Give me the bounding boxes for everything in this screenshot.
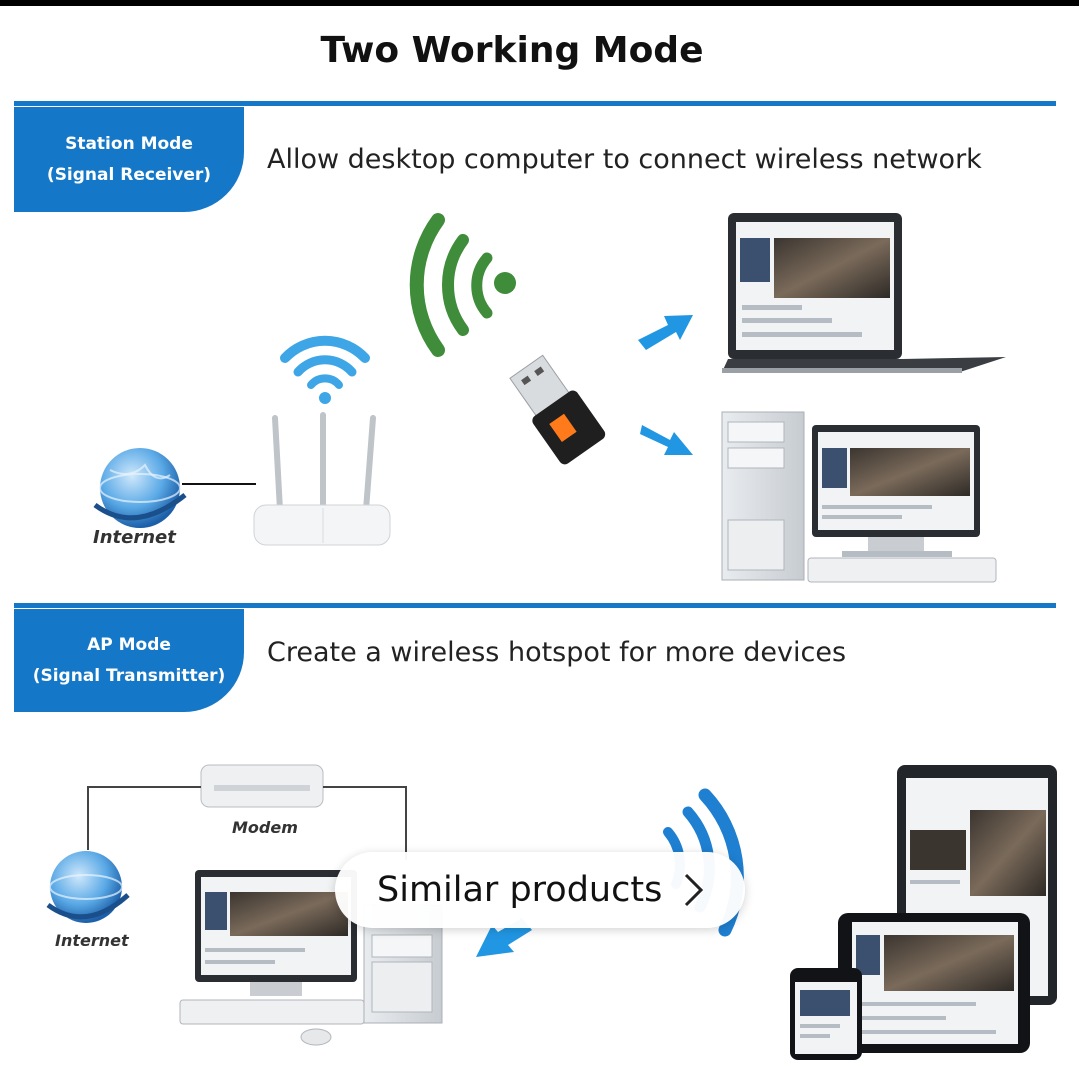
station-mode-badge: Station Mode (Signal Receiver) (14, 107, 244, 212)
chevron-right-icon (684, 873, 704, 907)
signal-waves-icon (409, 213, 516, 357)
station-section-rule (14, 101, 1056, 106)
phone-icon (790, 968, 862, 1060)
tablet-icon (838, 913, 1030, 1053)
ap-section-rule (14, 603, 1056, 608)
router-icon (253, 412, 391, 546)
modem-cable-right (323, 786, 407, 860)
desktop-computer-icon (179, 870, 443, 1046)
ap-badge-line1: AP Mode (87, 634, 171, 655)
desktop-computer-icon (721, 411, 997, 583)
wifi-icon (280, 335, 370, 404)
similar-products-label: Similar products (377, 870, 663, 910)
globe-icon (46, 851, 130, 923)
usb-adapter-icon (509, 354, 606, 465)
station-badge-line1: Station Mode (65, 133, 193, 154)
station-description: Allow desktop computer to connect wirele… (267, 144, 982, 175)
modem-label: Modem (232, 818, 298, 837)
ap-description: Create a wireless hotspot for more devic… (267, 637, 847, 668)
modem-icon (200, 764, 324, 808)
station-internet-label: Internet (93, 527, 176, 548)
page-title: Two Working Mode (320, 30, 704, 71)
modem-cable-left (87, 786, 201, 850)
ap-badge-line2: (Signal Transmitter) (32, 665, 226, 686)
globe-icon (93, 448, 187, 528)
laptop-icon (722, 213, 1006, 373)
arrow-icon (638, 315, 693, 455)
top-status-bar (0, 0, 1079, 6)
ap-mode-badge: AP Mode (Signal Transmitter) (14, 609, 244, 712)
similar-products-button[interactable]: Similar products (335, 852, 745, 928)
ap-internet-label: Internet (55, 931, 129, 950)
station-badge-line2: (Signal Receiver) (46, 164, 212, 185)
